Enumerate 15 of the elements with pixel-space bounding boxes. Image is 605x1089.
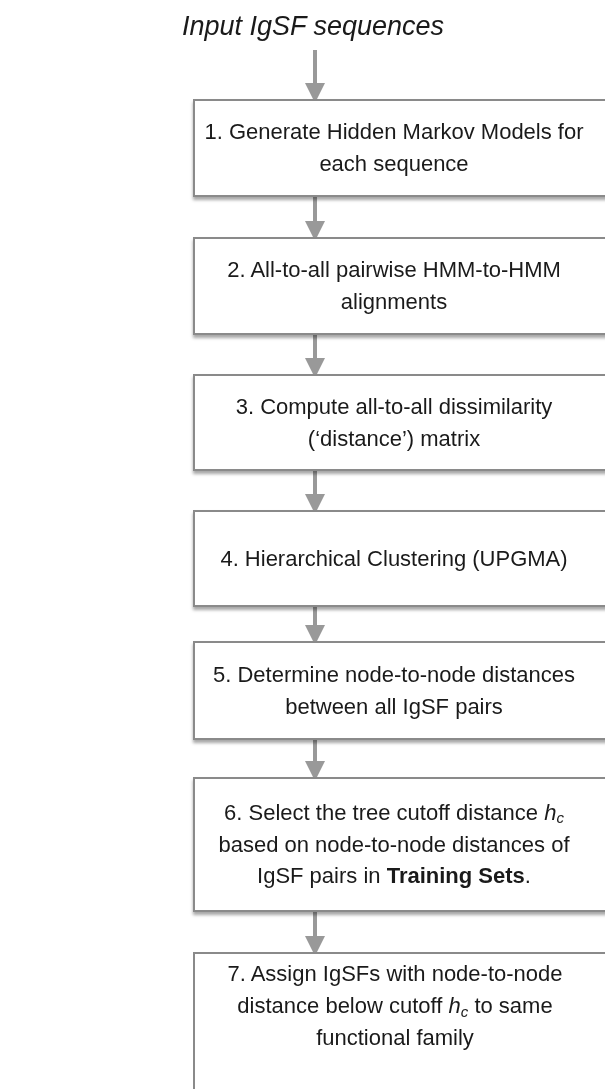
process-box (193, 99, 605, 197)
process-box (193, 374, 605, 471)
step-text: 5. Determine node-to-node distances between all IgSF pairs (212, 660, 576, 721)
step-text: 1. Generate Hidden Markov Models for each sequence (203, 118, 585, 178)
step-text: 2. All-to-all pairwise HMM-to-HMM alignments (226, 256, 562, 316)
process-box (193, 237, 605, 335)
process-box (193, 510, 605, 607)
step-text: 7. Assign IgSFs with node-to-node distance below cutoff h$_{c}$ to same functional family (226, 960, 564, 1052)
process-box (193, 777, 605, 912)
step-text: 6. Select the tree cutoff distance h$_{c}$ based on node-to-node distances of IgSF pairs in Training Sets. (217, 798, 571, 891)
process-box (193, 952, 605, 1089)
title-text: Input IgSF sequences (181, 10, 445, 44)
process-box (193, 641, 605, 740)
step-text: 3. Compute all-to-all dissimilarity (‘distance’) matrix (234, 392, 554, 453)
step-text: 4. Hierarchical Clustering (UPGMA) (219, 544, 569, 573)
